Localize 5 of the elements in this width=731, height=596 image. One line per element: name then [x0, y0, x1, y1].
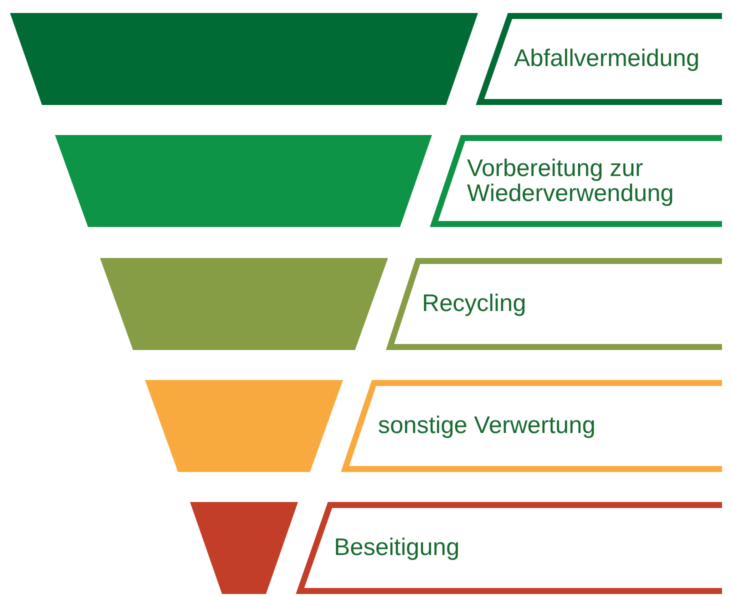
level-label: Vorbereitung zur Wiederverwendung — [467, 156, 675, 206]
level-label: Beseitigung — [334, 535, 460, 561]
level-label: Recycling — [422, 291, 526, 317]
level-label: Abfallvermeidung — [514, 46, 700, 72]
level-label: sonstige Verwertung — [378, 413, 596, 439]
